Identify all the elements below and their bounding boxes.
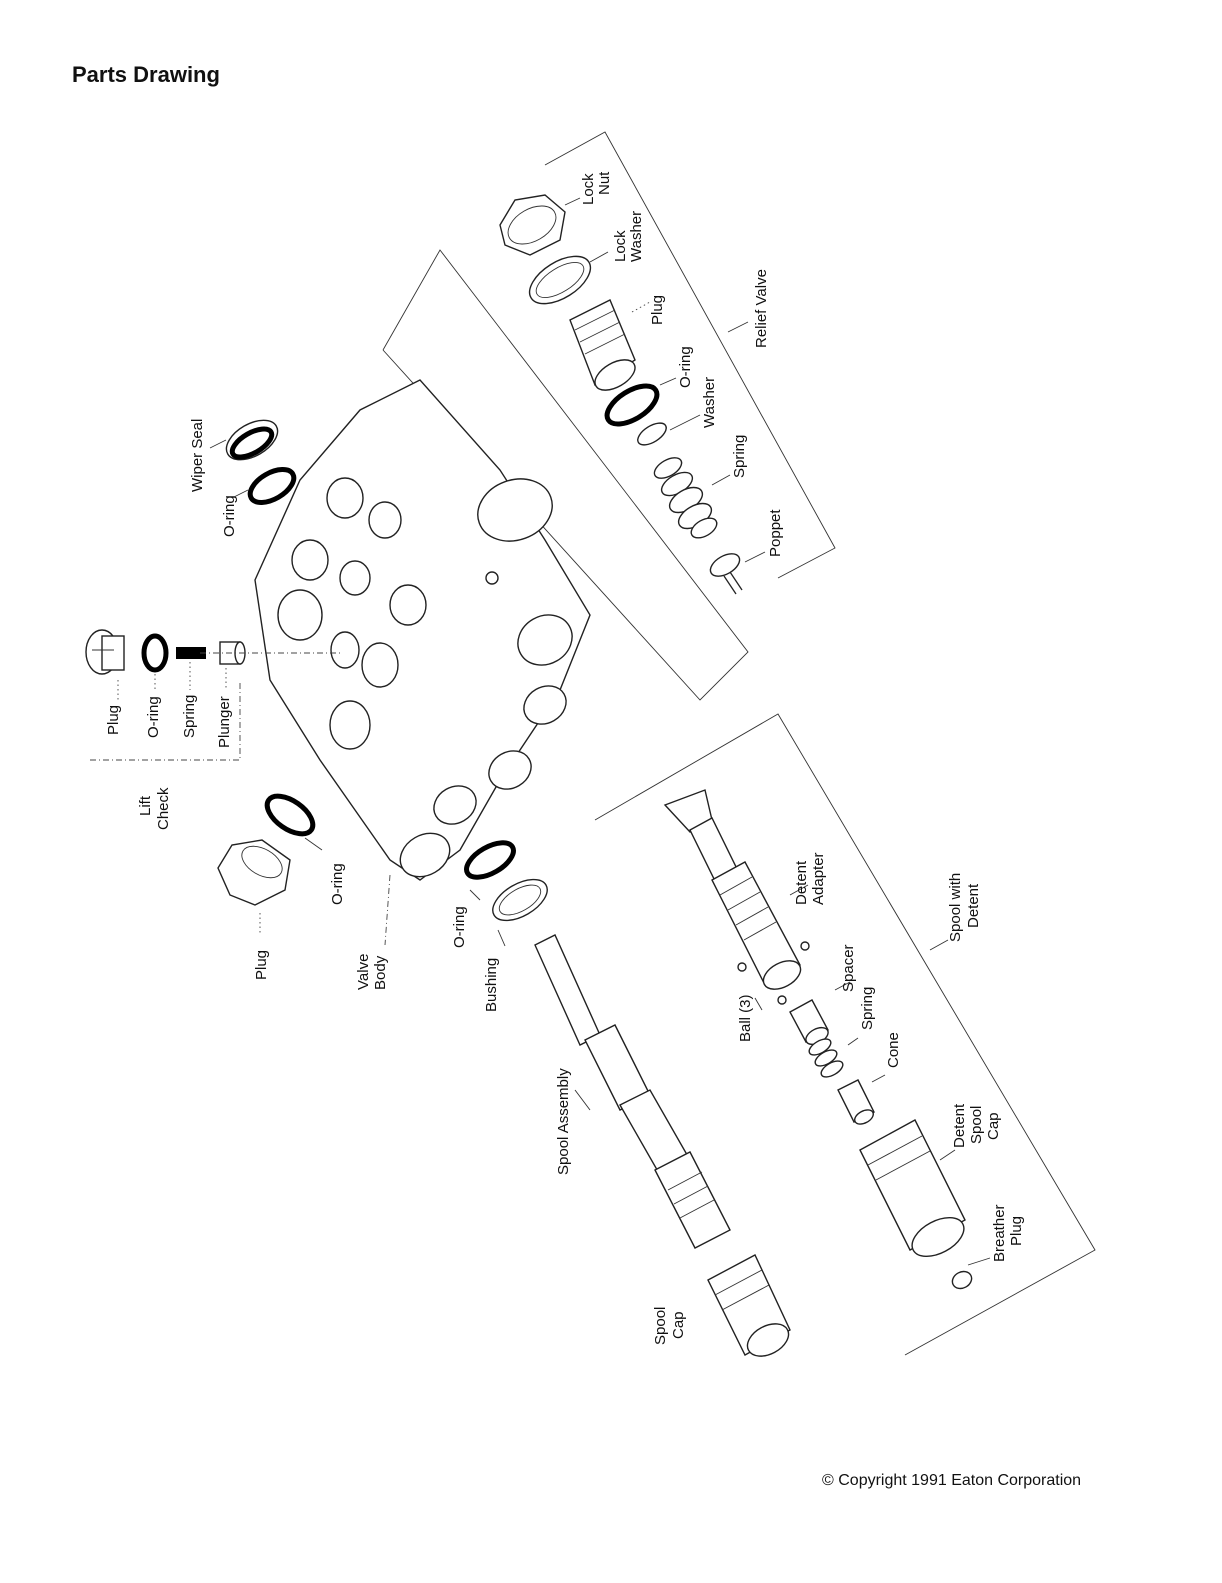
lift-o-ring-label: O-ring [145, 696, 162, 738]
cone [837, 1079, 875, 1125]
poppet [709, 553, 743, 595]
relief-spring-label: Spring [731, 435, 748, 478]
relief-o-ring [604, 383, 660, 427]
lift-o-ring [141, 633, 169, 673]
relief-spring [653, 457, 718, 539]
spacer-label: Spacer [840, 944, 857, 992]
detent-spool-cap-label: DetentSpoolCap [951, 1103, 1002, 1148]
cone-label: Cone [885, 1032, 902, 1068]
bushing-o-ring-label: O-ring [451, 906, 468, 948]
top-o-ring-label: O-ring [221, 495, 238, 537]
lock-nut [499, 194, 566, 256]
left-o-ring [264, 793, 316, 837]
spool-assembly-label: Spool Assembly [555, 1068, 572, 1175]
spool-assembly [534, 934, 731, 1249]
detent-spool [663, 789, 802, 990]
relief-washer-label: Washer [701, 377, 718, 428]
detent-adapter-label: DetentAdapter [793, 852, 827, 905]
lift-spring-label: Spring [181, 695, 198, 738]
spool-detent-boundary [594, 713, 1096, 1356]
balls [737, 941, 810, 1005]
bushing-o-ring [464, 840, 516, 880]
poppet-label: Poppet [767, 509, 784, 557]
relief-washer [637, 422, 667, 446]
ball-label: Ball (3) [737, 994, 754, 1042]
relief-valve-label: Relief Valve [753, 269, 770, 348]
wiper-seal-label: Wiper Seal [189, 419, 206, 492]
bushing-label: Bushing [483, 958, 500, 1012]
spool-with-detent-label: Spool withDetent [947, 873, 982, 942]
valve-body [254, 379, 591, 881]
page-title: Parts Drawing [72, 62, 220, 87]
leader-lines [117, 197, 991, 1266]
lift-spring [176, 647, 206, 659]
left-plug [217, 839, 291, 906]
spool-cap [707, 1254, 791, 1357]
lock-washer [528, 255, 592, 305]
lock-nut-label: LockNut [580, 171, 613, 205]
copyright-notice: © Copyright 1991 Eaton Corporation [822, 1472, 1082, 1489]
detent-spring-label: Spring [859, 987, 876, 1030]
detent-spring [808, 1038, 844, 1078]
bushing [492, 878, 548, 922]
plunger-label: Plunger [216, 696, 233, 748]
lift-check-label: LiftCheck [137, 787, 172, 830]
top-o-ring [247, 467, 297, 505]
left-plug-label: Plug [253, 950, 270, 980]
breather-plug-label: BreatherPlug [991, 1204, 1025, 1262]
left-o-ring-label: O-ring [329, 863, 346, 905]
lift-plug [85, 629, 125, 675]
relief-o-ring-label: O-ring [677, 346, 694, 388]
detent-spool-cap [859, 1119, 966, 1257]
lift-plug-label: Plug [105, 705, 122, 735]
relief-valve-boundary [382, 131, 836, 701]
breather-plug [951, 1270, 973, 1290]
relief-plug [569, 299, 636, 391]
valve-body-label: ValveBody [355, 954, 389, 990]
spool-cap-label: SpoolCap [652, 1307, 687, 1345]
wiper-seal [225, 419, 279, 461]
relief-plug-label: Plug [649, 295, 666, 325]
lock-washer-label: LockWasher [612, 211, 645, 262]
